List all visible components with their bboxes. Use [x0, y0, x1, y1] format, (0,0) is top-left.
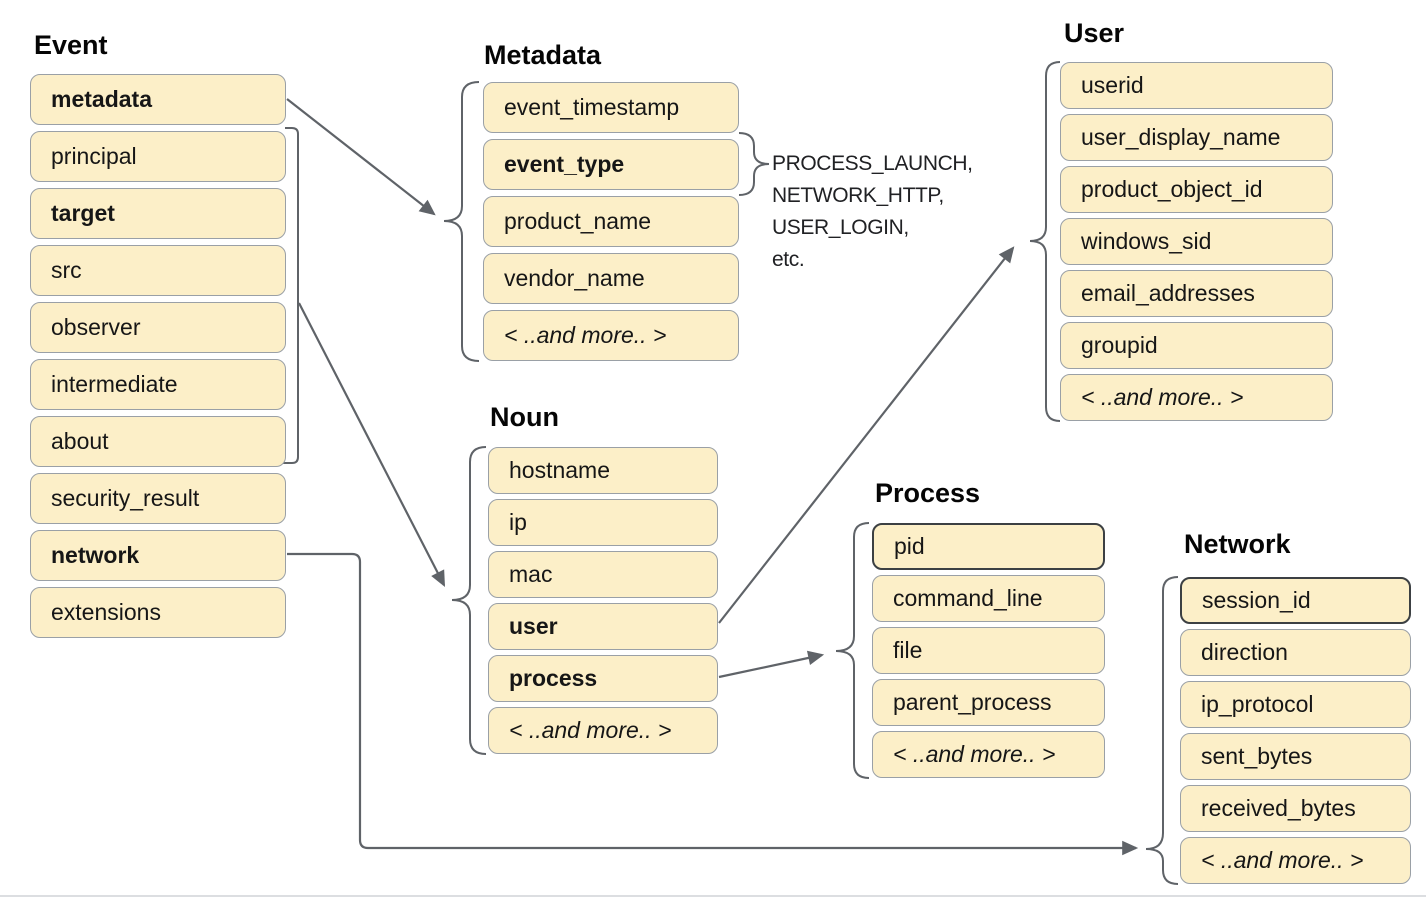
arrow-metadata-to-metadata-group	[286, 98, 436, 216]
field-box: product_name	[483, 196, 739, 247]
field-box: network	[30, 530, 286, 581]
field-box: hostname	[488, 447, 718, 494]
group-user: userid user_display_name product_object_id…	[1060, 62, 1333, 426]
arrow-event-nouns-to-noun-group	[298, 302, 445, 587]
field-box: ip	[488, 499, 718, 546]
arrow-network-to-network-group	[287, 552, 1139, 856]
field-box: file	[872, 627, 1105, 674]
field-box: ip_protocol	[1180, 681, 1411, 728]
field-box: user_display_name	[1060, 114, 1333, 161]
bracket-event-noun-fields	[282, 127, 299, 464]
group-title-network: Network	[1184, 529, 1291, 559]
arrow-noun-process-to-process-group	[718, 650, 825, 679]
arrow-noun-user-to-user-group	[718, 246, 1015, 624]
field-box: vendor_name	[483, 253, 739, 304]
field-box: intermediate	[30, 359, 286, 410]
page-bottom-divider	[0, 895, 1426, 897]
field-box: process	[488, 655, 718, 702]
group-title-process: Process	[875, 478, 981, 508]
event-type-example-line: etc.	[772, 248, 805, 271]
brace-process-group	[835, 522, 870, 779]
field-box: src	[30, 245, 286, 296]
field-box: parent_process	[872, 679, 1105, 726]
field-box: email_addresses	[1060, 270, 1333, 317]
field-box: event_type	[483, 139, 739, 190]
field-box: extensions	[30, 587, 286, 638]
field-box: product_object_id	[1060, 166, 1333, 213]
event-type-example-line: PROCESS_LAUNCH,	[772, 152, 973, 175]
field-box: pid	[872, 523, 1105, 570]
event-type-example-line: NETWORK_HTTP,	[772, 184, 944, 207]
group-title-metadata: Metadata	[484, 40, 602, 70]
field-box: < ..and more.. >	[1180, 837, 1411, 884]
field-box: mac	[488, 551, 718, 598]
brace-noun-group	[451, 446, 487, 755]
group-title-event: Event	[34, 30, 108, 60]
event-type-example-line: USER_LOGIN,	[772, 216, 909, 239]
field-box: < ..and more.. >	[488, 707, 718, 754]
field-box: windows_sid	[1060, 218, 1333, 265]
group-title-user: User	[1064, 18, 1125, 48]
field-box: event_timestamp	[483, 82, 739, 133]
field-box: < ..and more.. >	[483, 310, 739, 361]
brace-user-group	[1029, 61, 1061, 422]
field-box: user	[488, 603, 718, 650]
field-box: direction	[1180, 629, 1411, 676]
field-box: session_id	[1180, 577, 1411, 624]
field-box: security_result	[30, 473, 286, 524]
field-box: < ..and more.. >	[872, 731, 1105, 778]
brace-network-group	[1145, 576, 1179, 885]
group-title-noun: Noun	[490, 402, 559, 432]
field-box: command_line	[872, 575, 1105, 622]
event-type-examples: PROCESS_LAUNCH, NETWORK_HTTP, USER_LOGIN,e…	[772, 148, 973, 276]
group-network: session_id direction ip_protocol sent_bytes…	[1180, 577, 1411, 889]
field-box: received_bytes	[1180, 785, 1411, 832]
group-event: metadata principal target src observer interm…	[30, 74, 286, 644]
group-noun: hostname ip mac user process < ..and more.. >	[488, 447, 718, 759]
brace-event-type-values	[738, 132, 770, 196]
field-box: sent_bytes	[1180, 733, 1411, 780]
field-box: < ..and more.. >	[1060, 374, 1333, 421]
field-box: userid	[1060, 62, 1333, 109]
field-box: principal	[30, 131, 286, 182]
brace-metadata-group	[443, 81, 480, 362]
field-box: target	[30, 188, 286, 239]
field-box: groupid	[1060, 322, 1333, 369]
field-box: observer	[30, 302, 286, 353]
field-box: metadata	[30, 74, 286, 125]
field-box: about	[30, 416, 286, 467]
